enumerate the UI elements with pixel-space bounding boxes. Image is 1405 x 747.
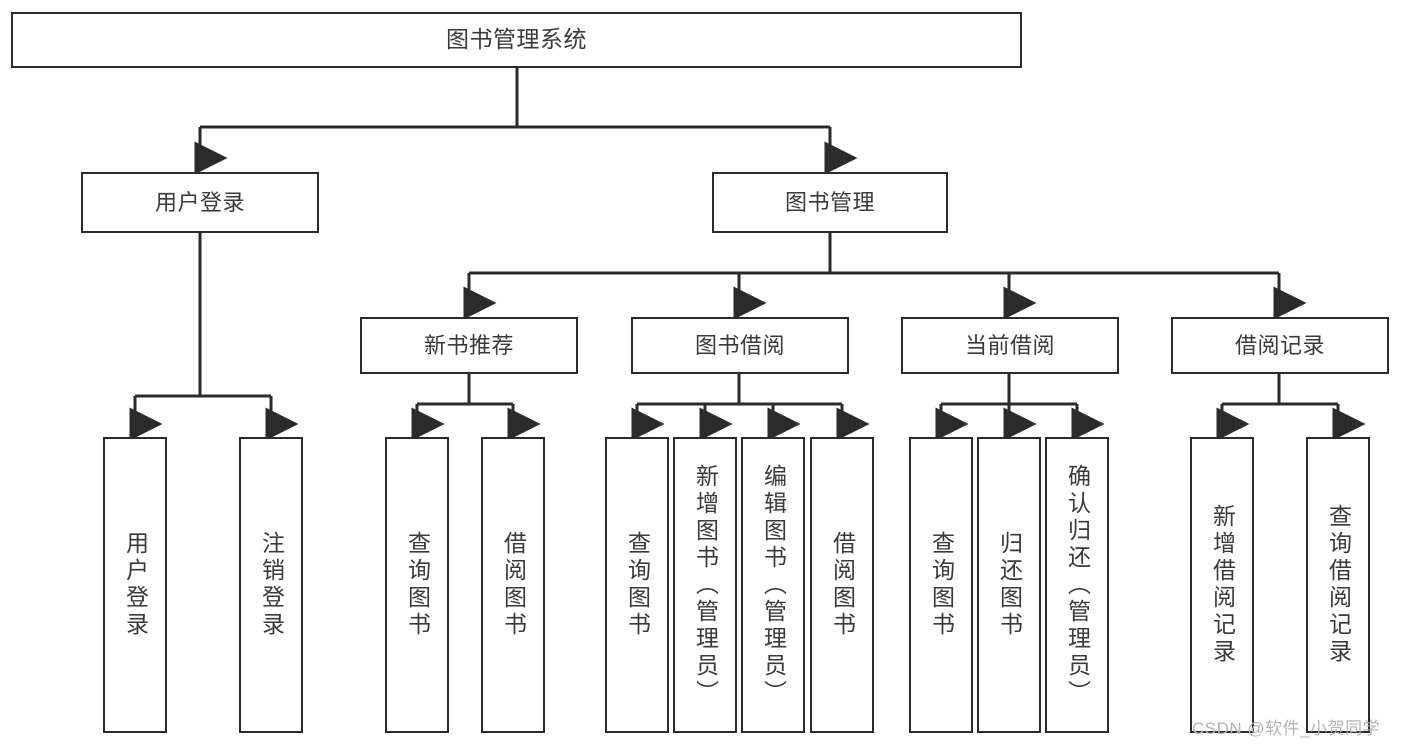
node-label: 注销登录 [258, 531, 285, 639]
node-leaf-query-record[interactable]: 查询借阅记录 [1306, 437, 1370, 733]
node-leaf-query-book-1[interactable]: 查询图书 [385, 437, 449, 733]
node-label: 查询图书 [928, 531, 955, 639]
node-label: 归还图书 [996, 531, 1023, 639]
node-leaf-query-book-3[interactable]: 查询图书 [909, 437, 973, 733]
node-leaf-logout[interactable]: 注销登录 [239, 437, 303, 733]
node-label: 查询借阅记录 [1325, 504, 1352, 666]
node-leaf-borrow-book-2[interactable]: 借阅图书 [810, 437, 874, 733]
node-leaf-query-book-2[interactable]: 查询图书 [605, 437, 669, 733]
csdn-watermark: CSDN @软件_小贺同学 [1192, 719, 1381, 738]
node-leaf-return-book[interactable]: 归还图书 [977, 437, 1041, 733]
node-user-login[interactable]: 用户登录 [81, 172, 319, 233]
node-label: 用户登录 [154, 189, 245, 215]
node-label: 图书管理 [784, 189, 875, 215]
node-label: 编辑图书（管理员） [760, 463, 787, 707]
node-label: 查询图书 [404, 531, 431, 639]
node-label: 当前借阅 [964, 332, 1055, 358]
node-label: 确认归还（管理员） [1064, 463, 1091, 707]
node-label: 新增借阅记录 [1209, 504, 1236, 666]
node-label: 新增图书（管理员） [692, 463, 719, 707]
node-label: 借阅记录 [1234, 332, 1325, 358]
node-book-borrow[interactable]: 图书借阅 [631, 317, 849, 374]
node-label: 用户登录 [122, 531, 149, 639]
node-label: 新书推荐 [423, 332, 514, 358]
node-label: 图书管理系统 [446, 26, 587, 53]
node-leaf-add-record[interactable]: 新增借阅记录 [1190, 437, 1254, 733]
node-book-management[interactable]: 图书管理 [712, 172, 948, 233]
node-leaf-user-login[interactable]: 用户登录 [103, 437, 167, 733]
node-leaf-borrow-book-1[interactable]: 借阅图书 [481, 437, 545, 733]
node-leaf-confirm-return[interactable]: 确认归还（管理员） [1045, 437, 1109, 733]
node-label: 查询图书 [624, 531, 651, 639]
node-root-system[interactable]: 图书管理系统 [11, 12, 1022, 68]
node-new-book-recommend[interactable]: 新书推荐 [360, 317, 578, 374]
node-label: 借阅图书 [829, 531, 856, 639]
node-label: 借阅图书 [500, 531, 527, 639]
node-label: 图书借阅 [694, 332, 785, 358]
node-leaf-add-book[interactable]: 新增图书（管理员） [673, 437, 737, 733]
node-leaf-edit-book[interactable]: 编辑图书（管理员） [741, 437, 805, 733]
node-current-borrow[interactable]: 当前借阅 [901, 317, 1119, 374]
node-borrow-record[interactable]: 借阅记录 [1171, 317, 1389, 374]
